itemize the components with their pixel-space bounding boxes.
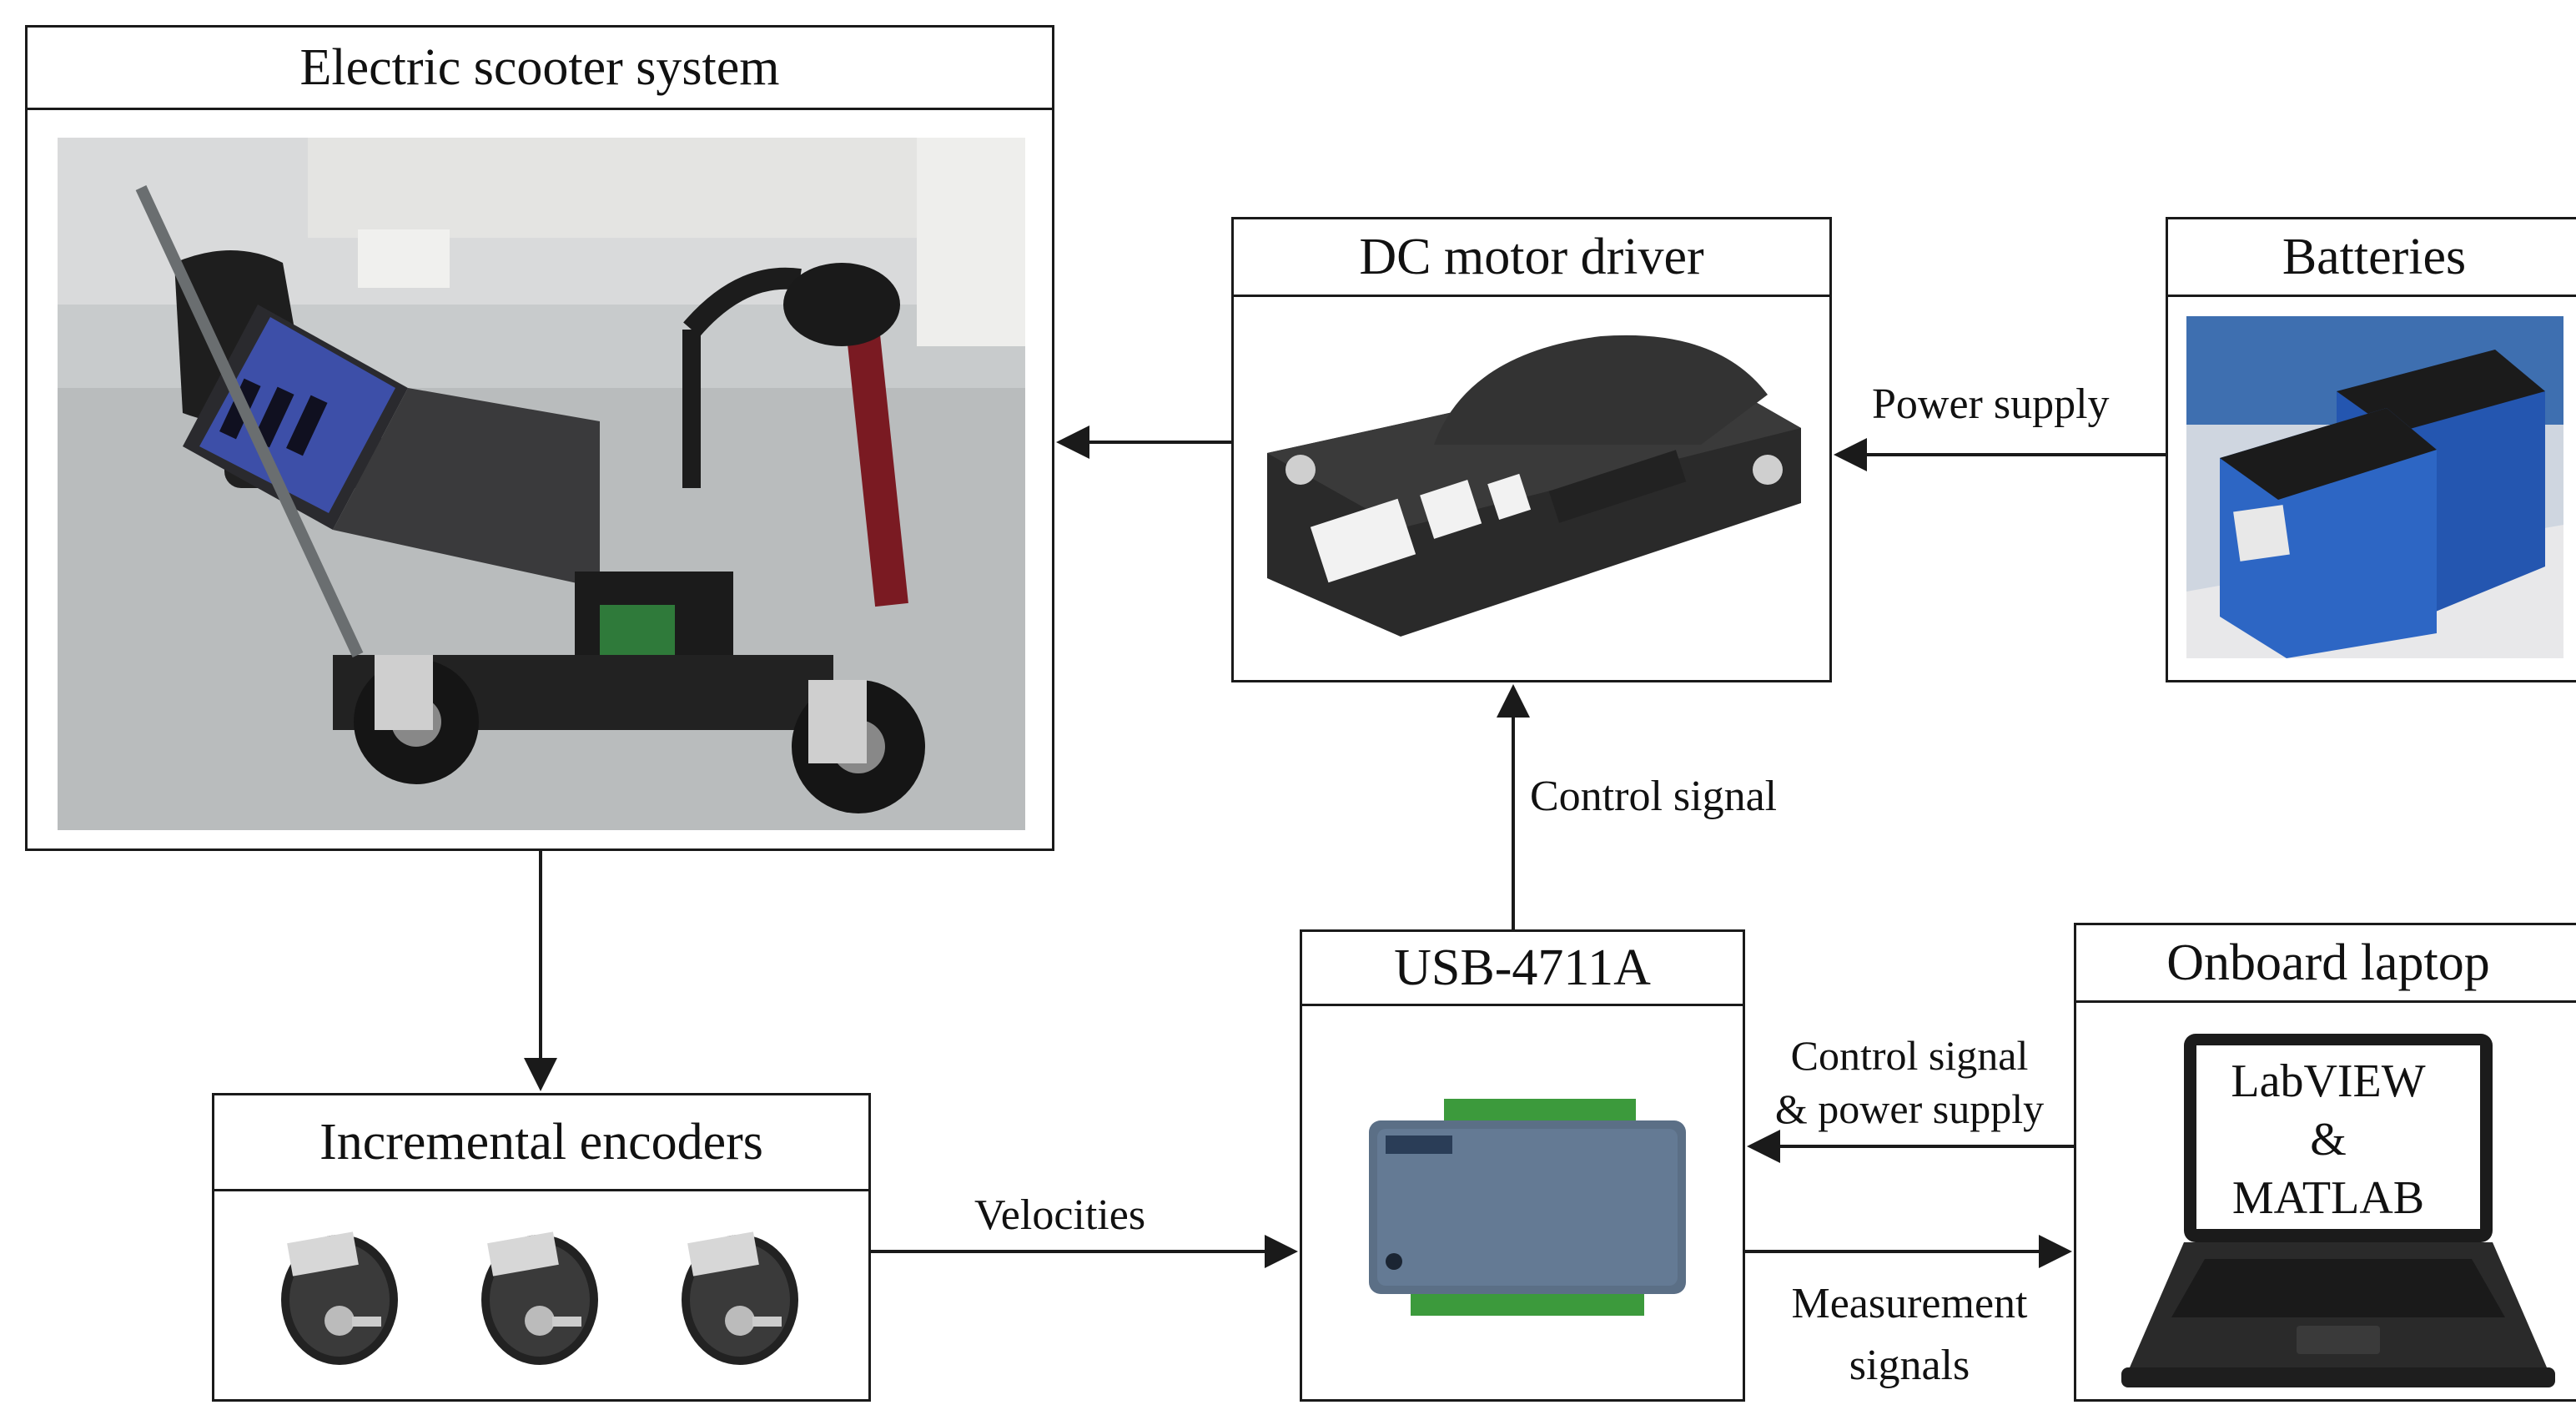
encoders-title: Incremental encoders: [214, 1095, 868, 1191]
label-measurement-1: Measurement: [1791, 1280, 2028, 1327]
laptop-illustration: [2105, 1034, 2555, 1391]
label-control-power-1: Control signal: [1790, 1032, 2029, 1079]
driver-title: DC motor driver: [1234, 219, 1829, 297]
scooter-block: Electric scooter system: [25, 25, 1054, 851]
label-velocities: Velocities: [974, 1191, 1146, 1239]
scooter-photo: [58, 138, 1025, 830]
label-measurement-2: signals: [1849, 1342, 1970, 1389]
driver-photo: [1250, 303, 1813, 670]
driver-block: DC motor driver: [1231, 217, 1832, 682]
encoder-1: [281, 1231, 398, 1365]
encoder-3: [682, 1231, 798, 1365]
batteries-block: Batteries: [2166, 217, 2576, 682]
label-control-power-2: & power supply: [1774, 1085, 2045, 1132]
daq-block: USB-4711A: [1300, 929, 1745, 1402]
batteries-title: Batteries: [2168, 219, 2576, 297]
scooter-title: Electric scooter system: [28, 28, 1052, 110]
laptop-title: Onboard laptop: [2076, 925, 2576, 1003]
laptop-block: Onboard laptop LabVIEW & MATLAB: [2074, 923, 2576, 1402]
batteries-photo: [2186, 316, 2563, 658]
label-power-supply: Power supply: [1872, 380, 2110, 428]
daq-title: USB-4711A: [1302, 932, 1743, 1006]
encoders-block: Incremental encoders: [212, 1093, 871, 1402]
laptop-screen-line2: &: [2310, 1114, 2347, 1166]
daq-photo: [1361, 1099, 1694, 1316]
laptop-screen-line3: MATLAB: [2231, 1172, 2425, 1224]
encoders-photo: [248, 1212, 832, 1387]
laptop-screen-line1: LabVIEW: [2231, 1055, 2426, 1107]
label-control-signal: Control signal: [1530, 773, 1778, 820]
encoder-2: [481, 1231, 598, 1365]
